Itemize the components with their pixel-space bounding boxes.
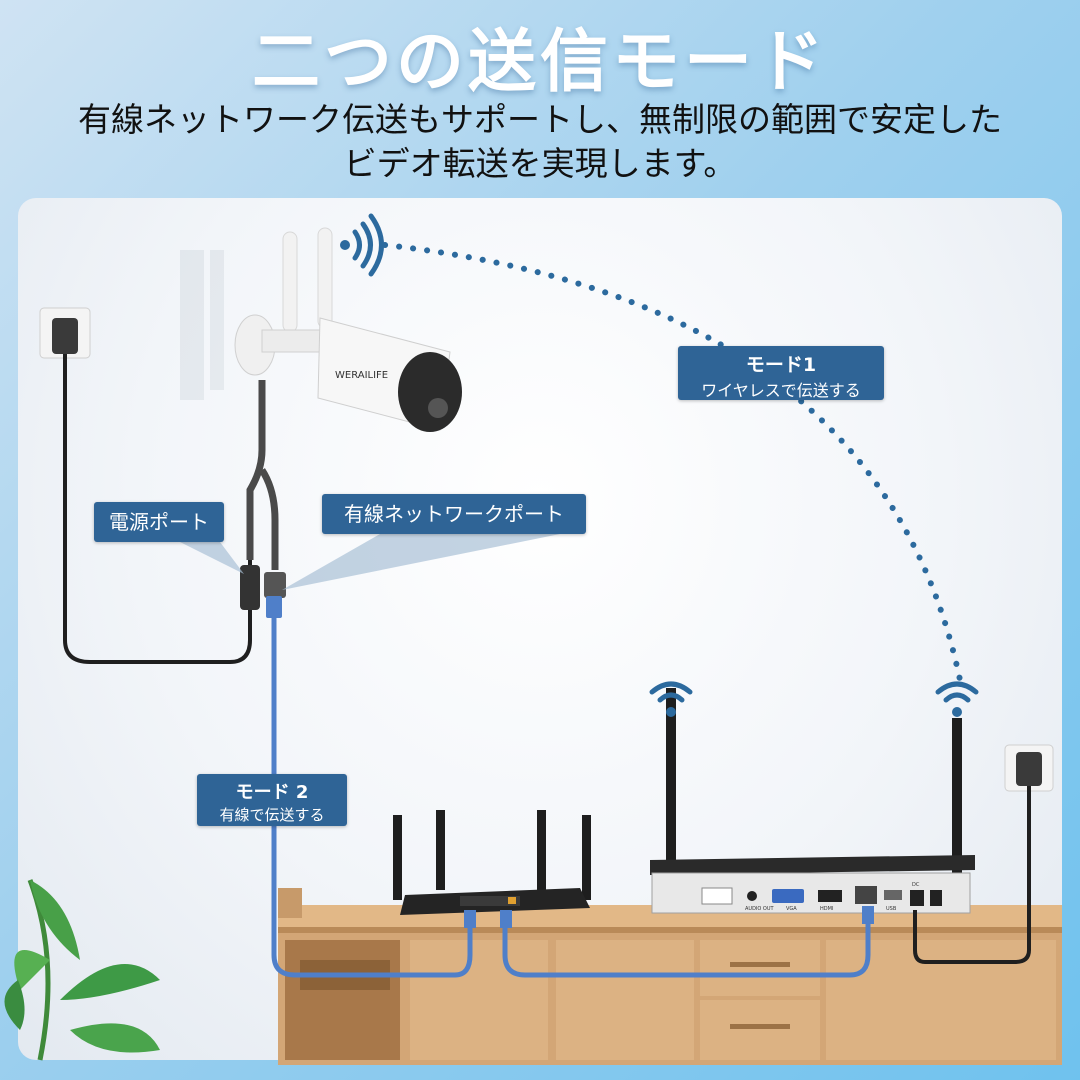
mode1-desc: ワイヤレスで伝送する <box>701 381 861 400</box>
power-cable <box>63 354 252 664</box>
mode2-label: モード 2 有線で伝送する <box>197 774 347 826</box>
mode1-label: モード1 ワイヤレスで伝送する <box>678 346 884 400</box>
power-cable <box>913 786 1031 964</box>
router <box>393 810 591 928</box>
wifi-signal-icon <box>340 213 384 277</box>
wifi-signal-icon <box>935 681 979 717</box>
security-camera: WERAILIFE <box>234 227 462 432</box>
wall-outlet-icon <box>39 307 91 359</box>
port-label: VGA <box>786 906 797 912</box>
port-label: HDMI <box>820 906 833 912</box>
ethernet-cable <box>271 618 473 978</box>
port-label: DC <box>912 882 920 888</box>
mode2-desc: 有線で伝送する <box>219 806 325 824</box>
subtitle-line-1: 有線ネットワーク伝送もサポートし、無制限の範囲で安定した <box>78 100 1002 139</box>
ethernet-port-label: 有線ネットワークポート <box>322 494 586 534</box>
nvr-recorder: AUDIO OUT VGA HDMI USB DC <box>650 688 975 924</box>
mode1-title: モード1 <box>745 354 817 376</box>
port-label: USB <box>886 906 897 912</box>
power-port-label: 電源ポート <box>94 502 224 542</box>
wireless-path <box>382 242 963 683</box>
wifi-signal-icon <box>649 681 693 717</box>
subtitle: 有線ネットワーク伝送もサポートし、無制限の範囲で安定した ビデオ転送を実現します… <box>0 98 1080 186</box>
plant-icon <box>4 879 160 1061</box>
subtitle-line-2: ビデオ転送を実現します。 <box>343 144 737 183</box>
camera-cable <box>246 380 266 560</box>
wall-outlet-icon <box>1004 744 1054 792</box>
wall-shadow <box>180 250 224 400</box>
page-title: 二つの送信モード <box>251 23 828 102</box>
mode2-title: モード 2 <box>235 782 309 803</box>
port-label: AUDIO OUT <box>745 906 775 912</box>
camera-brand: WERAILIFE <box>335 370 388 381</box>
